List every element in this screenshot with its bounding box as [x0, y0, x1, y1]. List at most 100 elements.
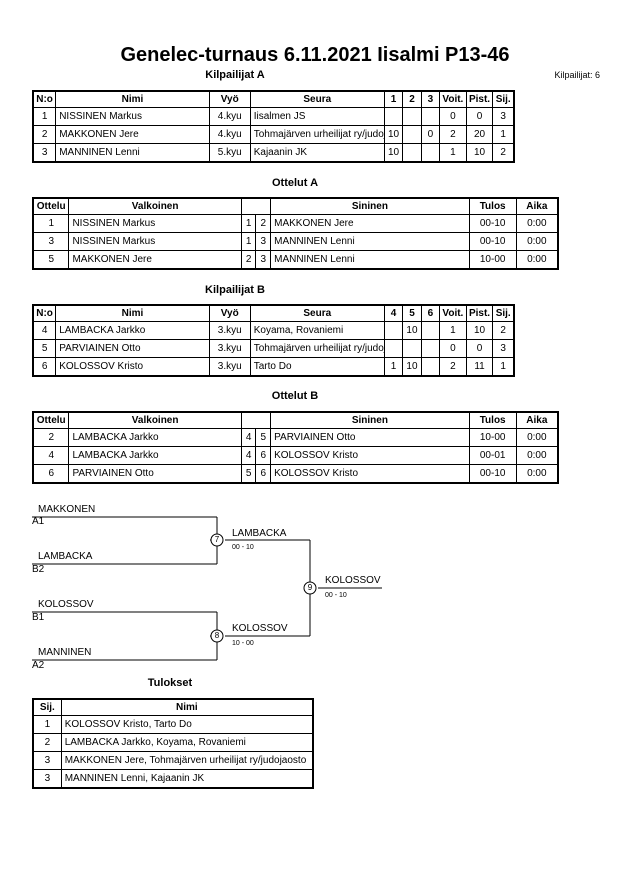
- header-cell: [240, 411, 272, 429]
- table-row: 5 MAKKONEN Jere 2 3 MANNINEN Lenni 10-00…: [32, 250, 559, 270]
- table-row: 3 MANNINEN Lenni 5.kyu Kajaanin JK 10 1 …: [32, 143, 515, 163]
- cell: [402, 107, 422, 126]
- header-cell: Tulos: [468, 411, 517, 429]
- cell: 3: [492, 339, 515, 358]
- header-cell: Vyö: [208, 304, 251, 322]
- header-cell: Seura: [249, 90, 385, 108]
- cell: 3: [32, 143, 57, 163]
- cell: PARVIAINEN Otto: [55, 339, 210, 358]
- cell: 00-10: [468, 232, 517, 251]
- cell: PARVIAINEN Otto: [68, 464, 242, 484]
- cell: 5: [32, 250, 70, 270]
- match-9-score: 00 - 10: [325, 592, 347, 599]
- match-9-winner: KOLOSSOV: [325, 575, 381, 586]
- cell: 10-00: [468, 428, 517, 447]
- cell: 1: [492, 125, 515, 144]
- cell: [383, 321, 404, 340]
- cell: 6: [255, 446, 272, 465]
- cell: KOLOSSOV Kristo: [270, 464, 470, 484]
- cell: 0: [465, 339, 494, 358]
- cell: 4.kyu: [208, 107, 251, 126]
- header-cell: Nimi: [60, 698, 314, 716]
- cell: 11: [465, 357, 494, 377]
- cell: 0:00: [515, 250, 559, 270]
- header-cell: 6: [420, 304, 441, 322]
- match-8-score: 10 - 00: [232, 640, 254, 647]
- table-header-row: Ottelu Valkoinen Sininen Tulos Aika: [32, 411, 559, 429]
- matches-b-heading: Ottelut B: [271, 390, 319, 402]
- header-cell: Voit.: [439, 90, 467, 108]
- header-cell: Aika: [515, 411, 559, 429]
- cell: 1: [32, 107, 57, 126]
- cell: 10-00: [468, 250, 517, 270]
- cell: Koyama, Rovaniemi: [249, 321, 385, 340]
- cell: 3: [255, 250, 272, 270]
- cell: 4: [240, 428, 257, 447]
- cell: 3.kyu: [208, 357, 251, 377]
- table-header-row: Sij. Nimi: [32, 698, 314, 716]
- cell: 0: [465, 107, 494, 126]
- cell: [402, 339, 422, 358]
- cell: 2: [439, 357, 467, 377]
- cell: 3: [32, 769, 62, 789]
- cell: 0:00: [515, 446, 559, 465]
- header-cell: Tulos: [468, 197, 517, 215]
- matches-a-table: Ottelu Valkoinen Sininen Tulos Aika 1 NI…: [32, 197, 559, 270]
- cell: [420, 107, 441, 126]
- header-cell: Sij.: [492, 90, 515, 108]
- cell: MAKKONEN Jere: [55, 125, 210, 144]
- cell: LAMBACKA Jarkko: [68, 446, 242, 465]
- match-8-number: 8: [214, 631, 220, 640]
- competitors-a-heading: Kilpailijat A: [205, 69, 265, 81]
- bracket-semi1-bottom-pos: B2: [32, 564, 45, 575]
- cell: [420, 321, 441, 340]
- header-cell: Pist.: [465, 304, 494, 322]
- cell: MANNINEN Lenni, Kajaanin JK: [60, 769, 314, 789]
- cell: 0: [439, 107, 467, 126]
- cell: 1: [439, 143, 467, 163]
- cell: 00-01: [468, 446, 517, 465]
- table-row: 2 LAMBACKA Jarkko, Koyama, Rovaniemi: [32, 733, 314, 752]
- cell: NISSINEN Markus: [68, 214, 242, 233]
- cell: 10: [465, 143, 494, 163]
- cell: 2: [255, 214, 272, 233]
- header-cell: 3: [420, 90, 441, 108]
- bracket-semi2-top-name: KOLOSSOV: [38, 599, 94, 610]
- cell: 1: [240, 232, 257, 251]
- table-row: 3 MANNINEN Lenni, Kajaanin JK: [32, 769, 314, 789]
- cell: 4: [32, 321, 57, 340]
- cell: PARVIAINEN Otto: [270, 428, 470, 447]
- cell: MAKKONEN Jere, Tohmajärven urheilijat ry…: [60, 751, 314, 770]
- match-9-number: 9: [307, 583, 313, 592]
- participants-count: Kilpailijat: 6: [554, 70, 600, 80]
- cell: LAMBACKA Jarkko: [68, 428, 242, 447]
- table-header-row: N:o Nimi Vyö Seura 4 5 6 Voit. Pist. Sij…: [32, 304, 515, 322]
- cell: 10: [402, 357, 422, 377]
- cell: 2: [439, 125, 467, 144]
- table-row: 4 LAMBACKA Jarkko 3.kyu Koyama, Rovaniem…: [32, 321, 515, 340]
- cell: 10: [465, 321, 494, 340]
- bracket-semi1-top-pos: A1: [32, 516, 45, 527]
- cell: 0:00: [515, 428, 559, 447]
- cell: 5.kyu: [208, 143, 251, 163]
- cell: 0:00: [515, 464, 559, 484]
- match-7-winner: LAMBACKA: [232, 528, 287, 539]
- table-header-row: N:o Nimi Vyö Seura 1 2 3 Voit. Pist. Sij…: [32, 90, 515, 108]
- table-row: 1 NISSINEN Markus 1 2 MAKKONEN Jere 00-1…: [32, 214, 559, 233]
- header-cell: 1: [383, 90, 404, 108]
- table-row: 6 KOLOSSOV Kristo 3.kyu Tarto Do 1 10 2 …: [32, 357, 515, 377]
- cell: 0: [439, 339, 467, 358]
- bracket-semi2-top-pos: B1: [32, 612, 45, 623]
- cell: 2: [32, 733, 62, 752]
- header-cell: Valkoinen: [68, 411, 242, 429]
- cell: 00-10: [468, 214, 517, 233]
- header-cell: 2: [402, 90, 422, 108]
- header-cell: Sij.: [32, 698, 62, 716]
- match-7-score: 00 - 10: [232, 544, 254, 551]
- table-header-row: Ottelu Valkoinen Sininen Tulos Aika: [32, 197, 559, 215]
- cell: 1: [32, 214, 70, 233]
- cell: 6: [32, 357, 57, 377]
- header-cell: Sininen: [270, 197, 470, 215]
- cell: 4.kyu: [208, 125, 251, 144]
- header-cell: Nimi: [55, 304, 210, 322]
